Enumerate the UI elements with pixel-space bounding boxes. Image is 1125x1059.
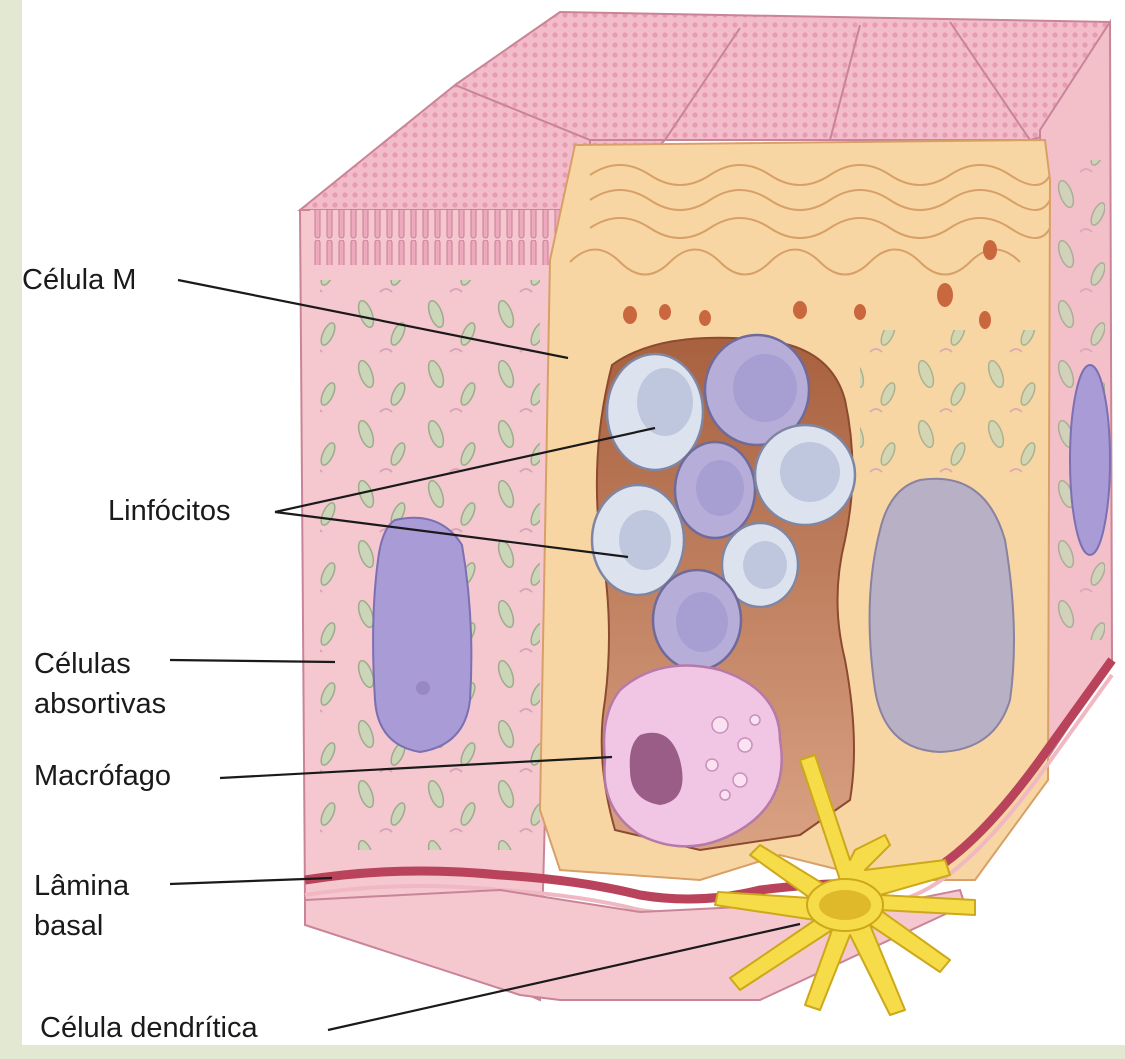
leader-macrophage [219, 755, 613, 780]
m-cell-organelles [860, 330, 1040, 480]
label-m-cell: Célula M [22, 264, 137, 296]
leader-absorptive-cells [169, 658, 336, 664]
dendritic-cell [714, 754, 976, 1016]
label-lymphocytes: Linfócitos [108, 495, 231, 527]
leader-lymphocyte-upper [274, 426, 656, 514]
m-cell-vesicles [623, 240, 997, 329]
lymphocyte-7 [651, 568, 743, 672]
nucleus-absorptive-cell [372, 516, 473, 754]
label-macrophage: Macrófago [34, 760, 172, 792]
left-frame-border [0, 0, 22, 1059]
label-absorptive-cells-line2: absortivas [34, 688, 167, 720]
leader-m-cell [177, 278, 569, 360]
nucleus-right-cell [1069, 364, 1111, 556]
m-cell-apical-folds [569, 164, 1051, 276]
label-basal-lamina: Lâmina basal [34, 866, 129, 946]
lymphocyte-1 [605, 352, 705, 472]
lymphocyte-2 [703, 333, 811, 447]
label-basal-lamina-line2: basal [34, 910, 104, 942]
label-absorptive-cells-line1: Células [34, 648, 131, 680]
lymphocyte-3 [673, 440, 757, 540]
lymphocyte-6 [720, 521, 800, 609]
label-basal-lamina-line1: Lâmina [34, 870, 130, 902]
nucleus-m-cell [868, 477, 1015, 754]
brush-border-side [310, 210, 565, 265]
lymphocyte-4 [753, 423, 857, 527]
leader-lymphocyte-lower [274, 510, 629, 559]
lymphocytes-cluster [590, 333, 857, 672]
macrophage [602, 664, 783, 848]
bottom-frame-border [0, 1045, 1125, 1059]
leader-dendritic-cell [327, 922, 801, 1032]
leader-basal-lamina [169, 876, 333, 886]
dendritic-cell-nucleus [819, 890, 871, 920]
label-absorptive-cells: Células absortivas [34, 644, 166, 724]
leader-lines [169, 278, 801, 1032]
nucleolus-left [416, 681, 430, 695]
label-dendritic-cell: Célula dendrítica [40, 1012, 258, 1044]
lymphocyte-5 [590, 483, 686, 597]
